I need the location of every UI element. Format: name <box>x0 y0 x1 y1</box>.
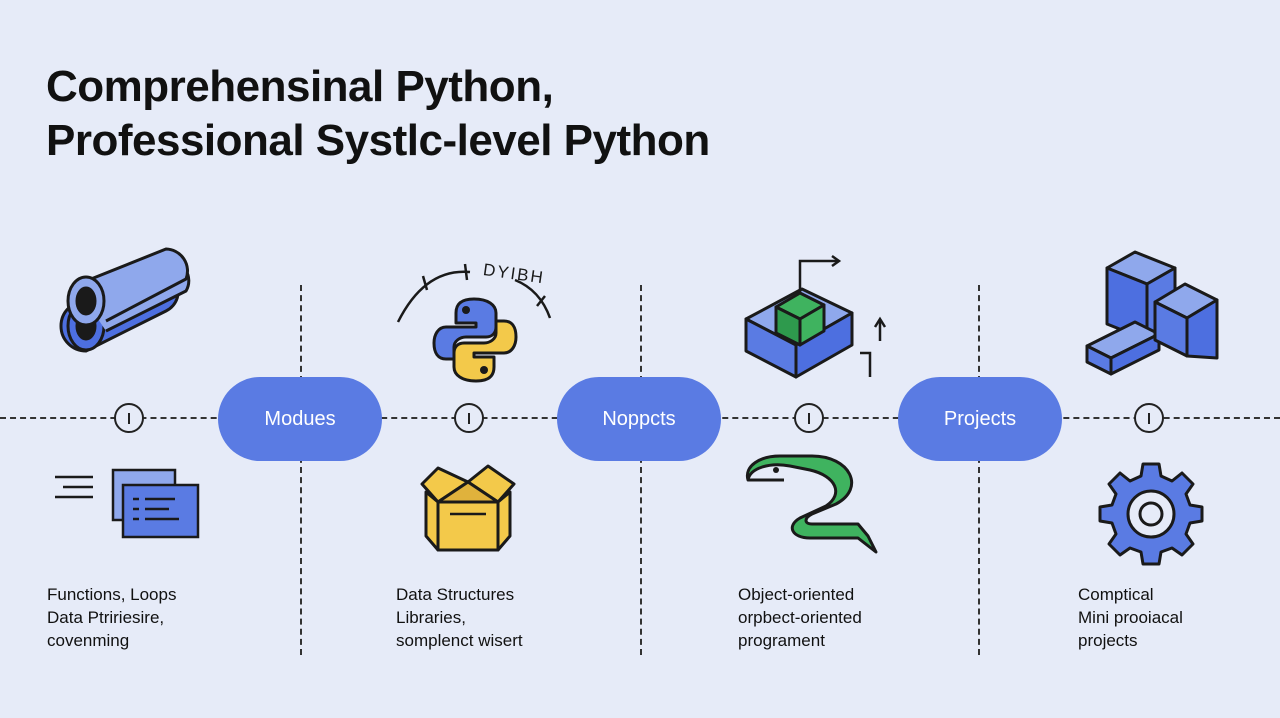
timeline-node <box>454 403 484 433</box>
timeline-node <box>794 403 824 433</box>
arc-decoration: DYIBH <box>396 260 552 323</box>
stage-caption: Data Structures Libraries, somplenct wis… <box>396 585 523 650</box>
pill-projects: Projects <box>898 377 1062 461</box>
timeline-node <box>1134 403 1164 433</box>
cubes-icon <box>1085 250 1219 376</box>
arc-label: DYIBH <box>482 260 546 287</box>
title-line-1: Comprehensinal Python, <box>46 62 554 111</box>
python-logo-icon <box>432 297 518 383</box>
title-line-2: Professional Systlc-level Python <box>46 116 710 165</box>
open-box-icon <box>420 464 516 552</box>
stage-divider <box>640 285 642 655</box>
gear-icon <box>1098 462 1204 566</box>
stage-caption: Functions, Loops Data Ptririesire, coven… <box>47 585 177 650</box>
pill-modules: Modues <box>218 377 382 461</box>
snake-icon <box>745 454 878 554</box>
stage-caption: Comptical Mini prooiacal projects <box>1078 585 1183 650</box>
timeline-node <box>114 403 144 433</box>
pill-noppcts: Noppcts <box>557 377 721 461</box>
page-title: Comprehensinal Python, Professional Syst… <box>46 60 710 168</box>
3d-box-icon <box>744 254 887 379</box>
stage-caption: Object-oriented orpbect-oriented program… <box>738 585 862 650</box>
code-window-icon <box>55 468 200 539</box>
stage-divider <box>978 285 980 655</box>
stage-divider <box>300 285 302 655</box>
pipes-icon <box>59 247 191 353</box>
